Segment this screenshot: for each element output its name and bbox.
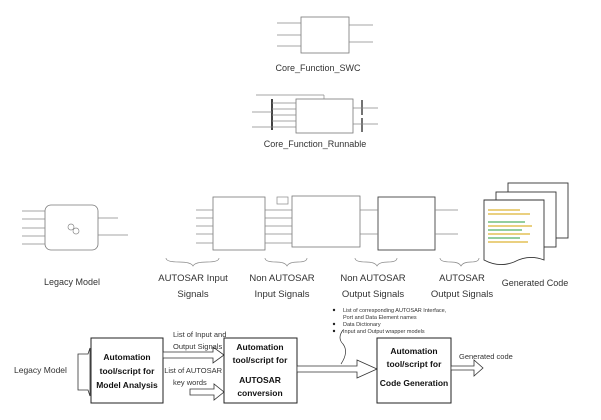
- box2-line: AUTOSAR: [239, 375, 281, 385]
- bullet-item: Port and Data Element names: [343, 315, 417, 321]
- legacy-model-diagram: Legacy Model: [22, 204, 128, 287]
- arrow1-label: Output Signals: [173, 342, 222, 351]
- generated-code-label: Generated Code: [502, 278, 569, 288]
- core-function-swc-model: Core_Function_SWC: [275, 16, 373, 73]
- flow-input-label: Legacy Model: [14, 365, 67, 375]
- arrow2-label: List of AUTOSAR: [164, 366, 222, 375]
- bullet-item: List of corresponding AUTOSAR Interface,: [343, 308, 447, 314]
- box3-line: Automation: [390, 346, 437, 356]
- legacy-model-label: Legacy Model: [44, 277, 100, 287]
- automation-flow: Legacy Model Automation tool/script for …: [14, 308, 513, 404]
- swc-label: Core_Function_SWC: [275, 63, 361, 73]
- bullet-item: Input and Output wrapper models: [343, 329, 425, 335]
- signal-group-labels: AUTOSAR Input Signals Non AUTOSAR Input …: [158, 273, 493, 300]
- bullet-item: Data Dictionary: [343, 322, 381, 328]
- box2-line: Automation: [236, 342, 283, 352]
- box3-line: tool/script for: [387, 359, 442, 369]
- box3-line: Code Generation: [380, 378, 448, 388]
- box1-line: tool/script for: [100, 366, 155, 376]
- signal-group-label: Input Signals: [255, 289, 310, 300]
- box2-line: conversion: [237, 388, 282, 398]
- signal-group-label: AUTOSAR: [439, 273, 485, 284]
- generated-code-pages-icon: [483, 182, 569, 265]
- signal-group-label: Output Signals: [431, 289, 494, 300]
- arrow2-label: key words: [173, 378, 207, 387]
- arrow1-label: List of Input and: [173, 330, 226, 339]
- flow-output-label: Generated code: [459, 352, 513, 361]
- signal-group-label: Non AUTOSAR: [249, 273, 314, 284]
- signal-group-label: AUTOSAR Input: [158, 273, 228, 284]
- bullet-list: List of corresponding AUTOSAR Interface,…: [332, 308, 447, 335]
- autosar-wrapped-model: [165, 195, 480, 267]
- signal-group-label: Output Signals: [342, 289, 405, 300]
- signal-group-label: Non AUTOSAR: [340, 273, 405, 284]
- box1-line: Model Analysis: [96, 380, 158, 390]
- box1-line: Automation: [103, 352, 150, 362]
- box2-line: tool/script for: [233, 355, 288, 365]
- runnable-label: Core_Function_Runnable: [264, 139, 367, 149]
- signal-group-label: Signals: [177, 289, 208, 300]
- core-function-runnable-model: Core_Function_Runnable: [252, 94, 378, 149]
